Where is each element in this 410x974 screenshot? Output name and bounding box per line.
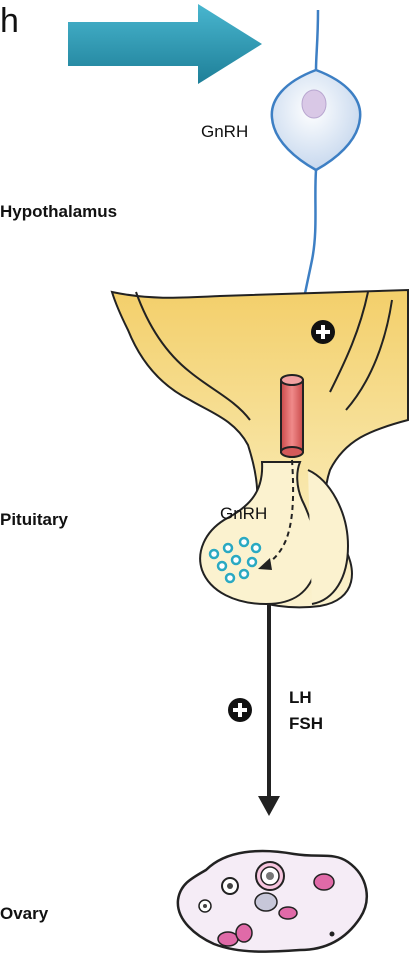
ovary — [178, 851, 367, 952]
hypothalamus-label: Hypothalamus — [0, 202, 117, 222]
ovary-label: Ovary — [0, 904, 48, 924]
portal-vessel — [281, 375, 303, 457]
fsh-label: FSH — [289, 714, 323, 734]
lh-label: LH — [289, 688, 312, 708]
pointer-arrow-icon — [68, 4, 262, 84]
neuron-gnrh-label: GnRH — [201, 122, 248, 142]
lh-fsh-arrow — [258, 605, 280, 816]
pituitary-gland — [200, 462, 348, 604]
pituitary-gnrh-label: GnRH — [220, 504, 267, 524]
pituitary-label: Pituitary — [0, 510, 68, 530]
stimulation-plus-icon — [311, 320, 335, 344]
stimulation-plus-icon — [228, 698, 252, 722]
